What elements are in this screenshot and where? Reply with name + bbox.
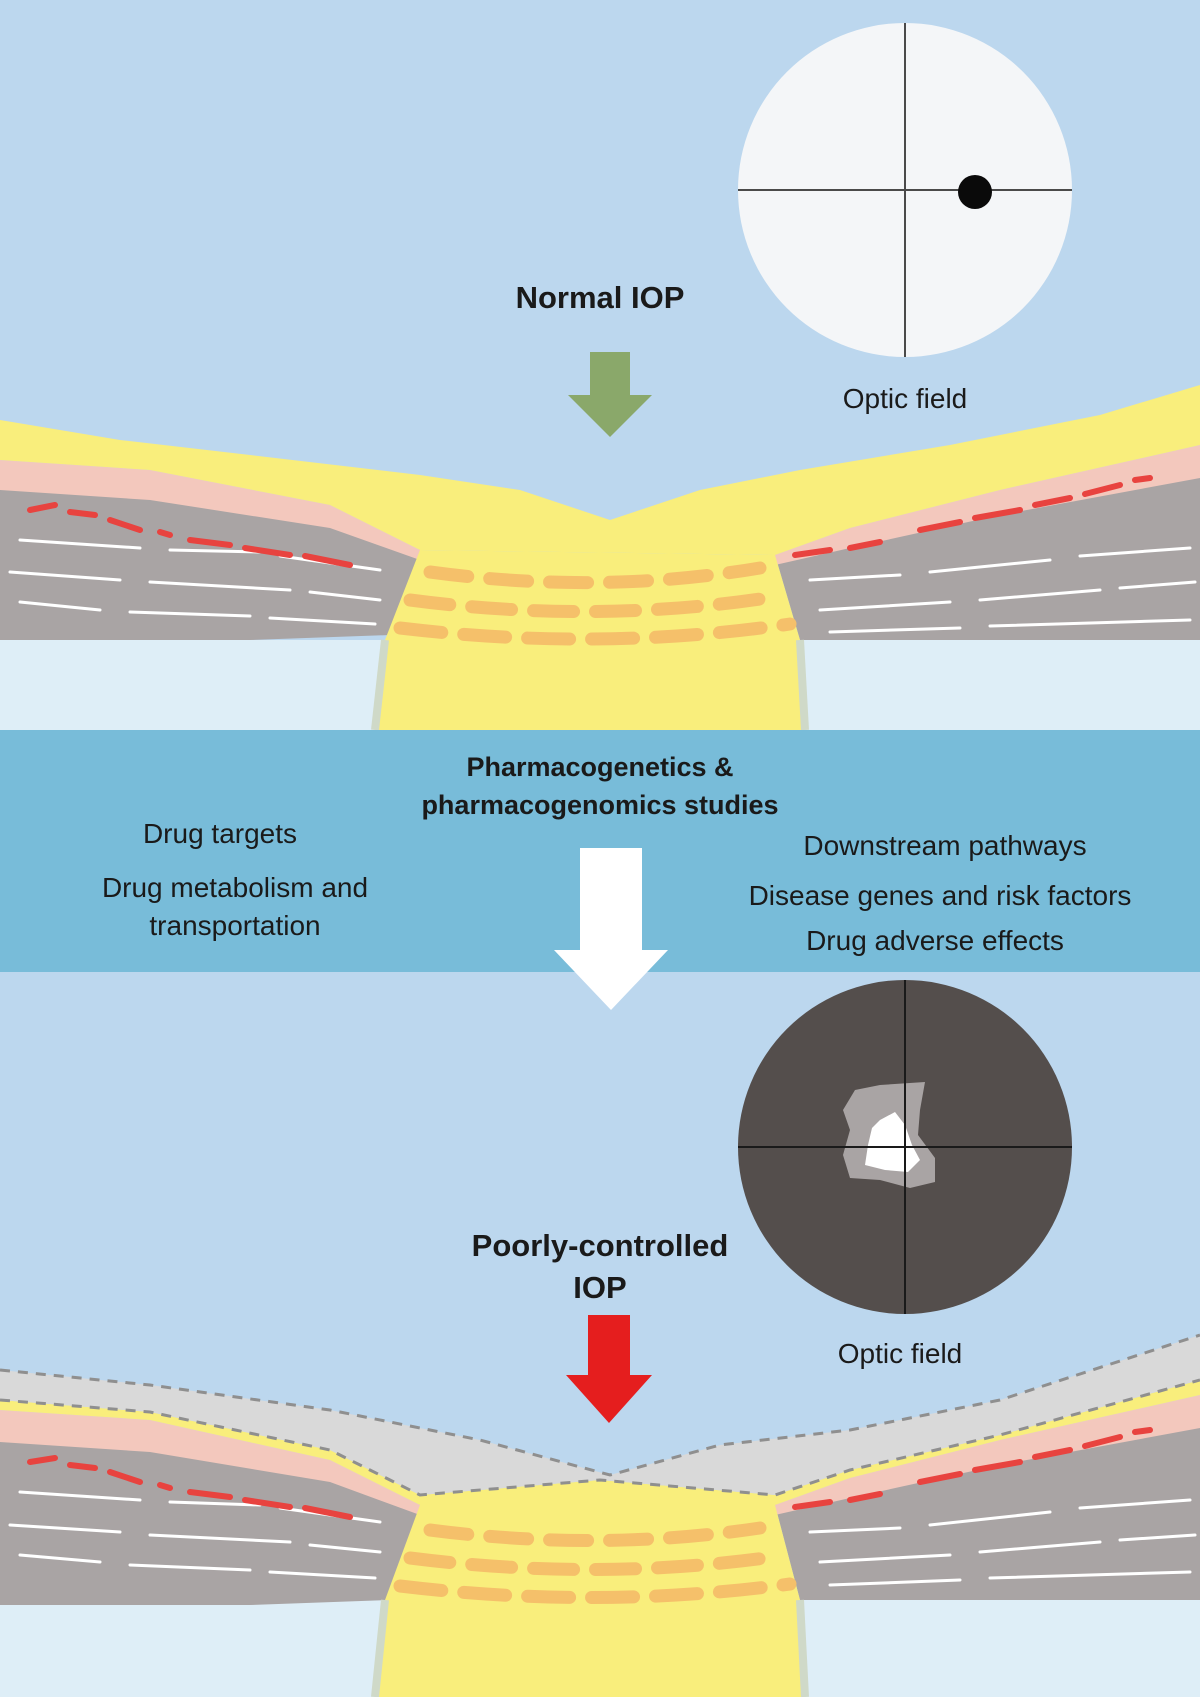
bottom-cupping-dashed-top xyxy=(0,1333,1200,1477)
bottom-tissue-stripes xyxy=(8,1490,1197,1587)
glaucoma-optic-field-label: Optic field xyxy=(837,1338,963,1369)
right-item-disease-genes: Disease genes and risk factors xyxy=(748,880,1132,911)
left-retina-gray-bottom xyxy=(0,1420,420,1605)
left-item-transportation: transportation xyxy=(149,910,321,941)
residual-field-inner xyxy=(865,1112,920,1172)
top-tissue-stripes xyxy=(8,538,1197,634)
bottom-cupping-dashed-bottom xyxy=(0,1378,1200,1497)
middle-title-line2: pharmacogenomics studies xyxy=(421,790,779,820)
study-arrow xyxy=(554,848,668,1010)
bottom-panel xyxy=(0,972,1200,1697)
normal-optic-field xyxy=(738,23,1072,357)
top-nerve-sheath-left xyxy=(371,639,389,731)
left-retina-pink xyxy=(0,460,420,560)
normal-iop-arrow xyxy=(568,352,652,437)
right-item-adverse-effects: Drug adverse effects xyxy=(806,925,1064,956)
bottom-blood-vessels xyxy=(27,1427,1153,1520)
glaucoma-optic-field xyxy=(738,980,1072,1314)
right-item-downstream-pathways: Downstream pathways xyxy=(803,830,1087,861)
poor-iop-title-line2: IOP xyxy=(573,1270,627,1305)
left-item-drug-targets: Drug targets xyxy=(142,818,298,849)
top-orange-fibers xyxy=(393,561,797,646)
normal-optic-field-label: Optic field xyxy=(842,383,968,414)
blind-spot-dot xyxy=(958,175,992,209)
left-retina-pink-bottom xyxy=(0,1410,420,1515)
middle-title-line1: Pharmacogenetics & xyxy=(466,752,734,782)
right-retina-gray-bottom xyxy=(775,1410,1200,1600)
normal-iop-title: Normal IOP xyxy=(515,280,685,315)
top-nerve-fiber-layer xyxy=(0,385,1200,555)
right-retina-pink xyxy=(775,445,1200,565)
bottom-orange-fibers xyxy=(393,1521,797,1604)
left-item-drug-metabolism: Drug metabolism and xyxy=(101,872,369,903)
poor-iop-title-line1: Poorly-controlled xyxy=(471,1228,729,1263)
bottom-nerve-sheath-left xyxy=(371,1599,389,1697)
right-retina-gray xyxy=(775,460,1200,640)
bottom-cupping-area xyxy=(0,1335,1200,1495)
poor-iop-arrow xyxy=(566,1315,652,1423)
top-panel xyxy=(0,0,1200,731)
right-retina-pink-bottom xyxy=(775,1395,1200,1515)
top-blood-vessels xyxy=(27,475,1153,568)
top-nerve-sheath-right xyxy=(796,639,809,731)
left-retina-gray xyxy=(0,470,420,640)
bottom-nerve-sheath-right xyxy=(796,1599,809,1697)
